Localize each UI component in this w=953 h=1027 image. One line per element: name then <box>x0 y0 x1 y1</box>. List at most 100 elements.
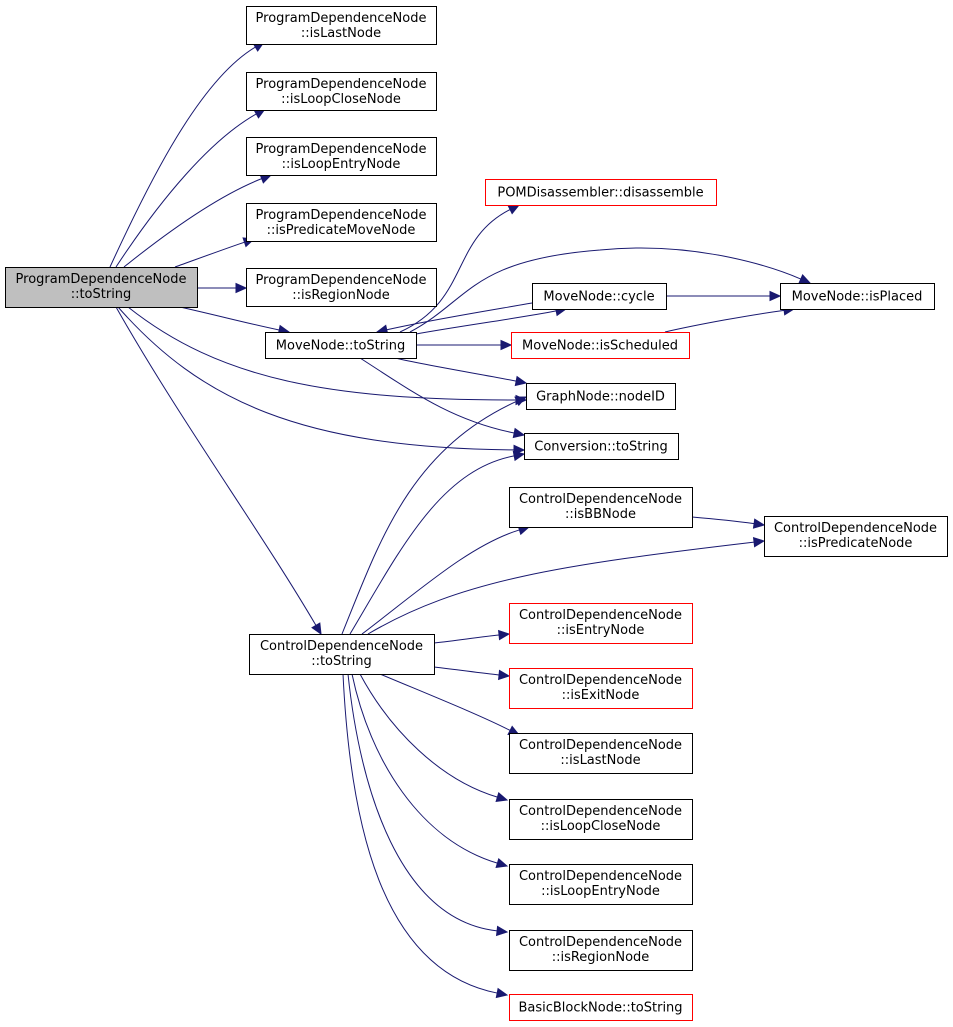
node-box <box>265 332 417 359</box>
node-label: ::isLastNode <box>301 26 381 41</box>
node-label: GraphNode::nodeID <box>536 390 665 405</box>
node-box <box>246 6 437 45</box>
node-movenode-cycle[interactable]: MoveNode::cycle <box>532 283 667 310</box>
node-box <box>5 267 198 308</box>
node-label: ::isBBNode <box>565 507 636 522</box>
node-box <box>485 179 717 206</box>
node-box <box>524 433 679 460</box>
node-label: ::isRegionNode <box>552 950 650 965</box>
node-label: ControlDependenceNode <box>774 521 937 536</box>
edge-movenode-cycle-to-movenode-isPlaced <box>666 290 782 302</box>
node-label: ControlDependenceNode <box>519 673 682 688</box>
node-box <box>509 930 693 971</box>
edge-movenode-toString-to-movenode-cycle <box>415 305 568 335</box>
node-cdn-isPredicateNode[interactable]: ControlDependenceNode::isPredicateNode <box>764 516 948 557</box>
node-label: ProgramDependenceNode <box>256 11 427 26</box>
edge-movenode-toString-to-graphnode-nodeID <box>394 357 528 387</box>
node-label: ControlDependenceNode <box>519 869 682 884</box>
node-cdn-isLoopCloseNode[interactable]: ControlDependenceNode::isLoopCloseNode <box>509 799 693 840</box>
node-pdn-isLastNode[interactable]: ProgramDependenceNode::isLastNode <box>246 6 437 45</box>
arrowhead-icon <box>752 518 766 529</box>
node-cdn-isExitNode[interactable]: ControlDependenceNode::isExitNode <box>509 668 693 709</box>
node-cdn-isEntryNode[interactable]: ControlDependenceNode::isEntryNode <box>509 603 693 644</box>
node-box <box>246 268 437 307</box>
arrowhead-icon <box>495 791 509 803</box>
node-cdn-toString[interactable]: ControlDependenceNode::toString <box>249 634 435 675</box>
edge-root-to-cdn-toString <box>115 306 322 636</box>
node-label: ::isPredicateNode <box>799 536 913 551</box>
node-label: MoveNode::isScheduled <box>522 339 678 354</box>
arrowhead-icon <box>235 282 248 294</box>
node-conversion-toString[interactable]: Conversion::toString <box>524 433 679 460</box>
node-label: ::isExitNode <box>562 688 640 703</box>
node-label: MoveNode::isPlaced <box>792 290 923 305</box>
node-pdn-isLoopEntryNode[interactable]: ProgramDependenceNode::isLoopEntryNode <box>246 137 437 176</box>
node-label: MoveNode::toString <box>276 339 405 354</box>
arrowhead-icon <box>495 925 509 937</box>
nodes: ProgramDependenceNode::toStringProgramDe… <box>5 6 948 1021</box>
node-box <box>509 487 693 528</box>
node-label: ControlDependenceNode <box>519 492 682 507</box>
node-bbn-toString[interactable]: BasicBlockNode::toString <box>509 994 693 1021</box>
arrowhead-icon <box>500 339 513 351</box>
node-label: ControlDependenceNode <box>519 608 682 623</box>
edge-cdn-toString-to-cdn-isLoopCloseNode <box>359 673 509 803</box>
node-box <box>509 799 693 840</box>
node-cdn-isRegionNode[interactable]: ControlDependenceNode::isRegionNode <box>509 930 693 971</box>
edge-root-to-pdn-isLastNode <box>109 41 266 268</box>
node-root[interactable]: ProgramDependenceNode::toString <box>5 267 198 308</box>
node-label: ::isEntryNode <box>557 623 645 638</box>
node-pdn-isPredicateMoveNode[interactable]: ProgramDependenceNode::isPredicateMoveNo… <box>246 203 437 242</box>
edge-cdn-toString-to-cdn-isRegionNode <box>347 673 509 937</box>
arrowhead-icon <box>798 273 812 284</box>
node-label: ::isLoopCloseNode <box>281 92 401 107</box>
node-pdn-isLoopCloseNode[interactable]: ProgramDependenceNode::isLoopCloseNode <box>246 72 437 111</box>
arrowhead-icon <box>498 669 511 681</box>
arrowhead-icon <box>514 396 528 407</box>
node-label: ProgramDependenceNode <box>256 273 427 288</box>
node-movenode-toString[interactable]: MoveNode::toString <box>265 332 417 359</box>
node-box <box>764 516 948 557</box>
edge-root-to-conversion-toString <box>117 306 526 456</box>
edge-root-to-movenode-toString <box>179 306 291 336</box>
node-label: BasicBlockNode::toString <box>518 1001 682 1016</box>
node-box <box>526 383 676 410</box>
node-cdn-isLastNode[interactable]: ControlDependenceNode::isLastNode <box>509 733 693 774</box>
edge-cdn-toString-to-cdn-isEntryNode <box>433 629 511 644</box>
node-box <box>246 72 437 111</box>
node-label: ::isPredicateMoveNode <box>267 223 416 238</box>
node-label: ControlDependenceNode <box>519 738 682 753</box>
edge-cdn-toString-to-cdn-isLoopEntryNode <box>351 673 509 869</box>
node-label: ::toString <box>311 654 372 669</box>
arrowhead-icon <box>495 987 509 999</box>
node-movenode-isPlaced[interactable]: MoveNode::isPlaced <box>780 283 935 310</box>
node-cdn-isBBNode[interactable]: ControlDependenceNode::isBBNode <box>509 487 693 528</box>
arrowhead-icon <box>507 204 521 215</box>
arrowhead-icon <box>514 375 528 387</box>
node-box <box>509 668 693 709</box>
arrowhead-icon <box>495 857 509 869</box>
node-movenode-isScheduled[interactable]: MoveNode::isScheduled <box>511 332 690 359</box>
node-box <box>780 283 935 310</box>
node-label: POMDisassembler::disassemble <box>497 186 703 201</box>
node-cdn-isLoopEntryNode[interactable]: ControlDependenceNode::isLoopEntryNode <box>509 864 693 905</box>
node-pdn-isRegionNode[interactable]: ProgramDependenceNode::isRegionNode <box>246 268 437 307</box>
node-label: ::toString <box>71 287 132 302</box>
edge-root-to-pdn-isPredicateMoveNode <box>174 237 256 268</box>
edge-cdn-toString-to-graphnode-nodeID <box>341 396 528 635</box>
node-label: MoveNode::cycle <box>543 290 654 305</box>
edge-cdn-toString-to-conversion-toString <box>349 450 526 635</box>
node-label: ProgramDependenceNode <box>16 272 187 287</box>
node-label: Conversion::toString <box>534 440 668 455</box>
node-box <box>509 733 693 774</box>
node-graphnode-nodeID[interactable]: GraphNode::nodeID <box>526 383 676 410</box>
node-label: ControlDependenceNode <box>519 804 682 819</box>
node-pom-disassemble[interactable]: POMDisassembler::disassemble <box>485 179 717 206</box>
node-label: ProgramDependenceNode <box>256 142 427 157</box>
arrowhead-icon <box>512 427 526 439</box>
node-label: ::isLastNode <box>560 753 640 768</box>
arrowhead-icon <box>311 622 322 636</box>
node-box <box>246 203 437 242</box>
edge-root-to-pdn-isRegionNode <box>197 282 248 294</box>
